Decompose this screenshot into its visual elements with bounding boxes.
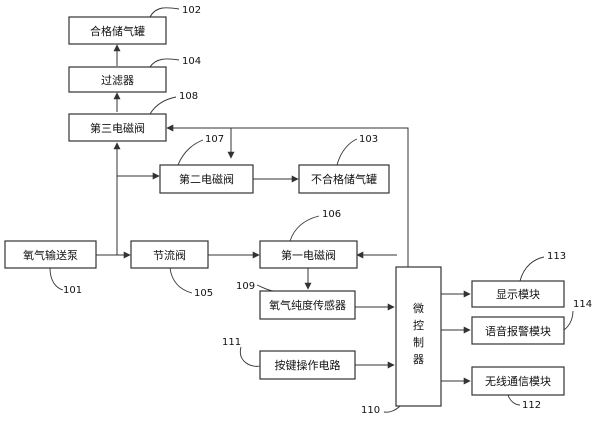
leader-111 xyxy=(239,346,261,367)
ref-112: 112 xyxy=(522,400,541,411)
leader-101 xyxy=(49,267,64,291)
unqualified-tank-label: 不合格储气罐 xyxy=(311,172,377,186)
ref-104: 104 xyxy=(182,56,201,67)
ref-111: 111 xyxy=(222,337,241,348)
block-display: 显示模块 xyxy=(471,280,565,308)
block-voice-alarm: 语音报警模块 xyxy=(471,316,565,345)
voice-alarm-label: 语音报警模块 xyxy=(485,324,551,338)
leader-110 xyxy=(383,405,401,413)
block-pump: 氧气输送泵 xyxy=(4,240,97,269)
block-second-valve: 第二电磁阀 xyxy=(159,164,254,194)
display-label: 显示模块 xyxy=(496,288,540,301)
leader-107 xyxy=(177,139,204,166)
block-filter: 过滤器 xyxy=(68,66,167,93)
ref-107: 107 xyxy=(205,134,224,145)
leader-106 xyxy=(289,215,320,242)
leader-114 xyxy=(563,310,574,331)
third-valve-label: 第三电磁阀 xyxy=(90,121,145,135)
leader-112 xyxy=(507,394,521,406)
block-keypad: 按键操作电路 xyxy=(259,350,356,380)
block-mcu: 微 控 制 器 xyxy=(395,266,442,407)
leader-102 xyxy=(149,7,180,18)
keypad-label: 按键操作电路 xyxy=(275,358,341,372)
ref-108: 108 xyxy=(179,91,198,102)
mcu-label-3: 制 xyxy=(413,336,424,349)
block-third-valve: 第三电磁阀 xyxy=(68,113,167,142)
first-valve-label: 第一电磁阀 xyxy=(281,248,336,262)
block-qualified-tank: 合格储气罐 xyxy=(68,16,167,45)
reference-numerals: 102 104 108 107 103 106 101 105 109 111 … xyxy=(49,5,592,416)
block-unqualified-tank: 不合格储气罐 xyxy=(298,164,390,194)
block-sensor: 氧气纯度传感器 xyxy=(259,290,356,320)
qualified-tank-label: 合格储气罐 xyxy=(90,24,145,38)
leader-105 xyxy=(169,267,193,294)
ref-106: 106 xyxy=(322,209,341,220)
throttle-label: 节流阀 xyxy=(153,248,186,262)
ref-103: 103 xyxy=(359,134,378,145)
block-wireless: 无线通信模块 xyxy=(471,366,565,396)
ref-110: 110 xyxy=(361,405,380,416)
leader-103 xyxy=(336,138,358,166)
ref-101: 101 xyxy=(63,285,82,296)
mcu-label-2: 控 xyxy=(413,318,424,332)
second-valve-label: 第二电磁阀 xyxy=(179,172,234,186)
filter-label: 过滤器 xyxy=(101,74,134,87)
ref-109: 109 xyxy=(236,281,255,292)
wireless-label: 无线通信模块 xyxy=(485,374,551,388)
leader-113 xyxy=(519,256,545,282)
leader-104 xyxy=(149,58,180,68)
ref-102: 102 xyxy=(182,5,201,16)
mcu-label-1: 微 xyxy=(413,301,424,315)
block-first-valve: 第一电磁阀 xyxy=(259,240,358,269)
block-throttle: 节流阀 xyxy=(130,240,209,269)
ref-114: 114 xyxy=(573,299,592,310)
leader-108 xyxy=(149,96,177,115)
ref-105: 105 xyxy=(194,288,213,299)
ref-113: 113 xyxy=(547,251,566,262)
connections xyxy=(96,44,471,385)
leader-109 xyxy=(256,284,274,292)
sensor-label: 氧气纯度传感器 xyxy=(269,298,346,312)
mcu-label-4: 器 xyxy=(413,353,424,366)
wire-mcu-to-third-valve xyxy=(166,124,409,267)
pump-label: 氧气输送泵 xyxy=(23,248,78,262)
